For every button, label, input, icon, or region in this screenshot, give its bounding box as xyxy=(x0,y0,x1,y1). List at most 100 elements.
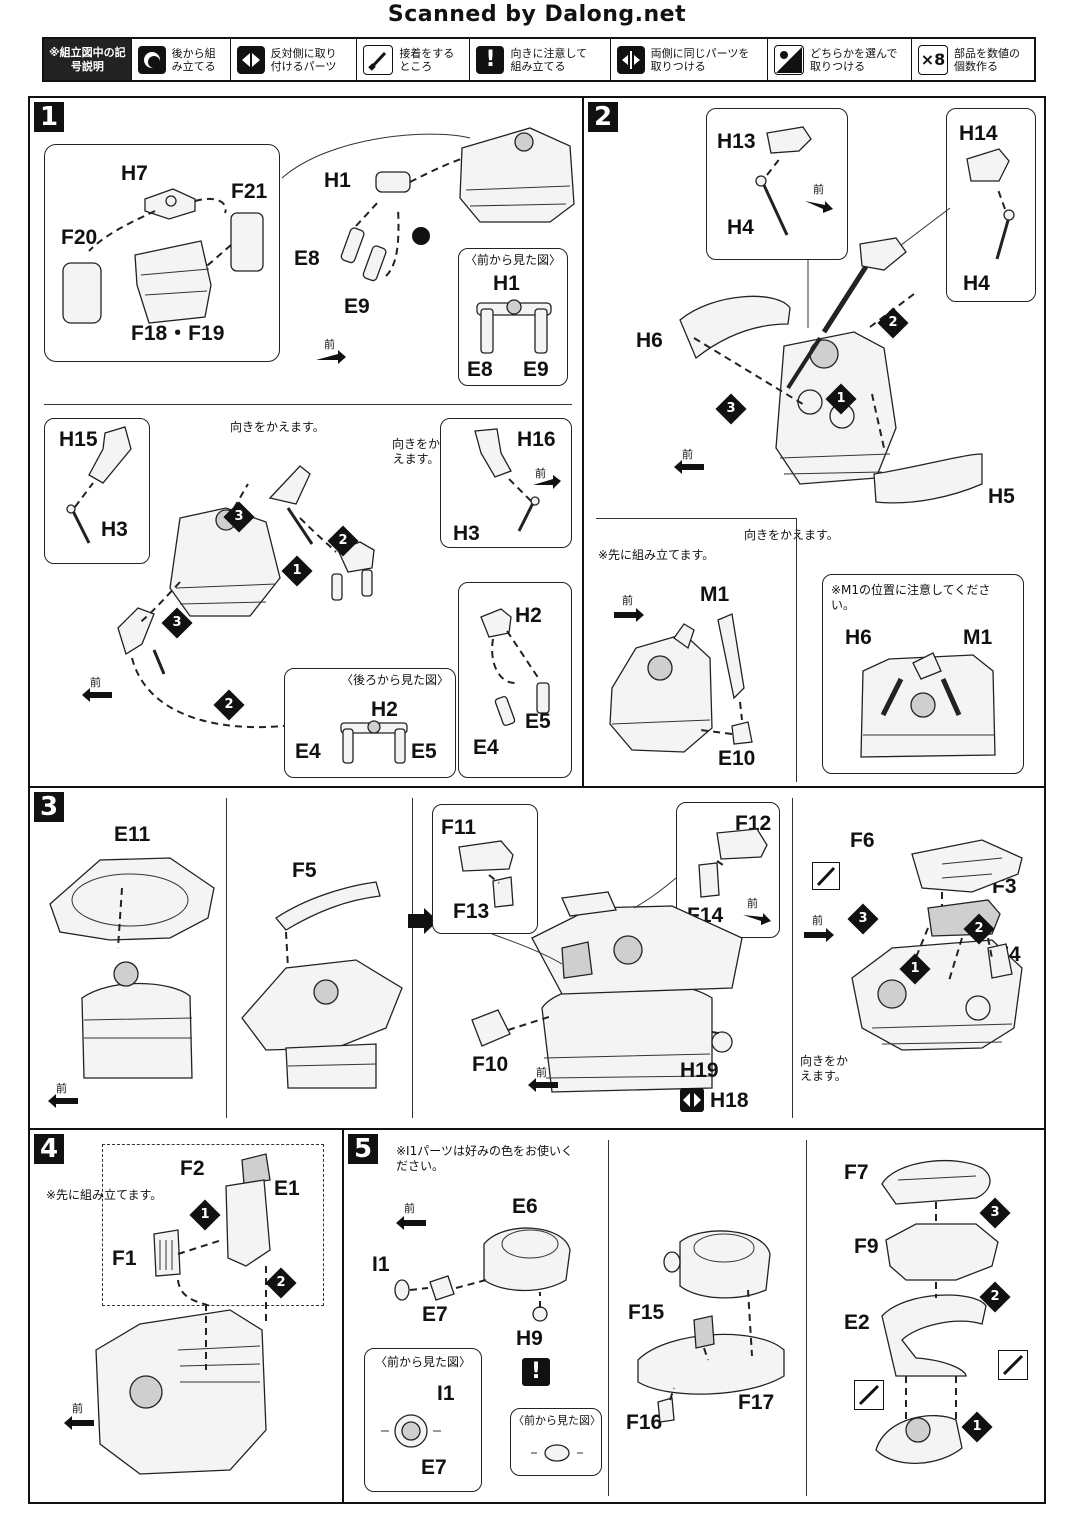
part-label-f16: F16 xyxy=(626,1411,663,1434)
front-view-caption: 〈前から見た図〉 xyxy=(465,253,562,267)
f15-drawing xyxy=(637,1230,785,1423)
front-marker: 前 xyxy=(324,338,335,351)
part-label-f15: F15 xyxy=(628,1301,665,1324)
turn-note: 向きをかえます。 xyxy=(391,437,440,466)
step-5-number: 5 xyxy=(348,1134,378,1164)
glue-brush-icon xyxy=(998,1350,1028,1380)
part-label-h1: H1 xyxy=(324,169,351,192)
part-label-h9: H9 xyxy=(516,1327,543,1350)
part-label-m1: M1 xyxy=(700,583,730,606)
color-choice-note: ※I1パーツは好みの色をお使いください。 xyxy=(396,1144,573,1173)
front-arrow xyxy=(674,460,704,474)
legend-label: 向きに注意して組み立てる xyxy=(510,46,588,73)
mirror-part-icon xyxy=(680,1088,704,1112)
step-5-divider-2 xyxy=(806,1140,807,1496)
front-marker: 前 xyxy=(535,467,546,480)
front-marker: 前 xyxy=(747,897,758,910)
step-index-2: 2 xyxy=(213,689,245,721)
step-index-2: 2 xyxy=(963,913,995,945)
step-index-2: 2 xyxy=(979,1281,1011,1313)
part-label-h15: H15 xyxy=(59,428,98,451)
front-arrow xyxy=(528,1078,558,1092)
step-5-divider-1 xyxy=(608,1140,609,1496)
legend-label: 部品を数値の個数作る xyxy=(954,46,1021,73)
turn-note: 向きをかえます。 xyxy=(744,528,839,542)
step-index-3: 3 xyxy=(847,903,879,935)
step-1-inset-turret: H7 F21 F20 F18・F19 xyxy=(44,144,280,362)
step-1-front-view-box: 〈前から見た図〉 H1 E8 E9 xyxy=(458,248,568,386)
part-label-e2: E2 xyxy=(844,1311,870,1334)
part-label-m1: M1 xyxy=(963,626,993,649)
legend-label: 両側に同じパーツを取りつける xyxy=(650,46,750,73)
next-step-arrow xyxy=(408,908,438,934)
front-arrow xyxy=(804,928,834,942)
front-view-caption: 〈前から見た図〉 xyxy=(375,1355,472,1369)
step-1-back-view-box: 〈後ろから見た図〉 H2 E4 E5 xyxy=(284,668,456,778)
front-arrow xyxy=(396,1216,426,1230)
part-label-h14: H14 xyxy=(959,122,998,145)
step-1-hub-drawing xyxy=(117,465,391,729)
part-label-f12: F12 xyxy=(735,812,772,835)
part-label-f11: F11 xyxy=(441,816,477,839)
front-arrow xyxy=(82,688,112,702)
f12-drawing xyxy=(698,828,771,925)
step-3-number: 3 xyxy=(34,792,64,822)
glue-brush-icon xyxy=(854,1380,884,1410)
both-sides-icon xyxy=(616,45,645,74)
h14-drawing xyxy=(966,148,1015,260)
legend-label: どちらかを選んで取りつける xyxy=(810,46,898,73)
step-4-drawing xyxy=(95,1153,271,1475)
mirror-part-icon xyxy=(236,45,265,74)
front-marker: 前 xyxy=(56,1082,67,1095)
part-label-f17: F17 xyxy=(738,1391,775,1414)
legend-item-choose-one: どちらかを選んで取りつける xyxy=(767,39,911,80)
legend-label: 接着をするところ xyxy=(399,46,455,73)
e11-drawing xyxy=(49,857,215,1079)
part-label-e4: E4 xyxy=(295,740,321,763)
turret-inset-drawing xyxy=(62,188,264,324)
step-index-2: 2 xyxy=(327,525,359,557)
legend-title: ※組立図中の記号説明 xyxy=(44,39,131,80)
part-label-h4: H4 xyxy=(963,272,990,295)
legend-item-caution: ! 向きに注意して組み立てる xyxy=(469,39,609,80)
pre-assemble-note: ※先に組み立てます。 xyxy=(46,1188,163,1202)
part-label-e8: E8 xyxy=(294,247,320,270)
part-label-h6: H6 xyxy=(636,329,663,352)
h15-drawing xyxy=(66,426,132,544)
part-label-e9: E9 xyxy=(344,295,370,318)
step-1-divider xyxy=(44,404,572,405)
choose-one-icon xyxy=(774,44,805,75)
part-label-i1: I1 xyxy=(372,1253,390,1276)
times-eight-icon: ×8 xyxy=(918,44,949,75)
part-label-h1: H1 xyxy=(493,272,520,295)
step-4-panel: 4 ※先に組み立てます。 F2 E1 F1 1 2 前 xyxy=(28,1128,344,1504)
front-marker: 前 xyxy=(404,1202,415,1215)
f5-drawing xyxy=(241,881,403,1089)
legend-item-mirror-part: 反対側に取り付けるパーツ xyxy=(229,39,357,80)
step-5-panel: 5 ※I1パーツは好みの色をお使いください。 前 E6 I1 E7 H9 ! 〈… xyxy=(342,1128,1046,1504)
part-label-f5: F5 xyxy=(292,859,317,882)
h9-front-drawing xyxy=(531,1444,583,1462)
step-3-main-drawing xyxy=(471,877,743,1093)
step-index-1: 1 xyxy=(189,1199,221,1231)
step-2-main-drawing xyxy=(679,207,983,504)
head-assembly-drawing xyxy=(875,1159,999,1464)
part-label-h6: H6 xyxy=(845,626,872,649)
step-index-3: 3 xyxy=(161,607,193,639)
step-3-divider-1 xyxy=(226,798,227,1118)
step-1-panel: 1 H7 F21 F20 F18・F19 H1 E8 E9 xyxy=(28,96,584,788)
part-label-i1: I1 xyxy=(437,1382,455,1405)
step-1-inset-h15: H15 H3 xyxy=(44,418,150,564)
part-label-h18: H18 xyxy=(710,1089,749,1112)
part-label-e9: E9 xyxy=(523,358,549,381)
front-arrow xyxy=(614,608,644,622)
step-index-1: 1 xyxy=(825,383,857,415)
f6-assembly-drawing xyxy=(851,839,1023,1051)
part-label-e11: E11 xyxy=(114,823,151,846)
part-label-h2: H2 xyxy=(371,698,398,721)
watermark: Scanned by Dalong.net xyxy=(387,2,687,27)
part-label-f6: F6 xyxy=(850,829,875,852)
f11-drawing xyxy=(458,840,514,908)
part-label-e10: E10 xyxy=(718,747,756,770)
legend-label: 反対側に取り付けるパーツ xyxy=(270,46,337,73)
